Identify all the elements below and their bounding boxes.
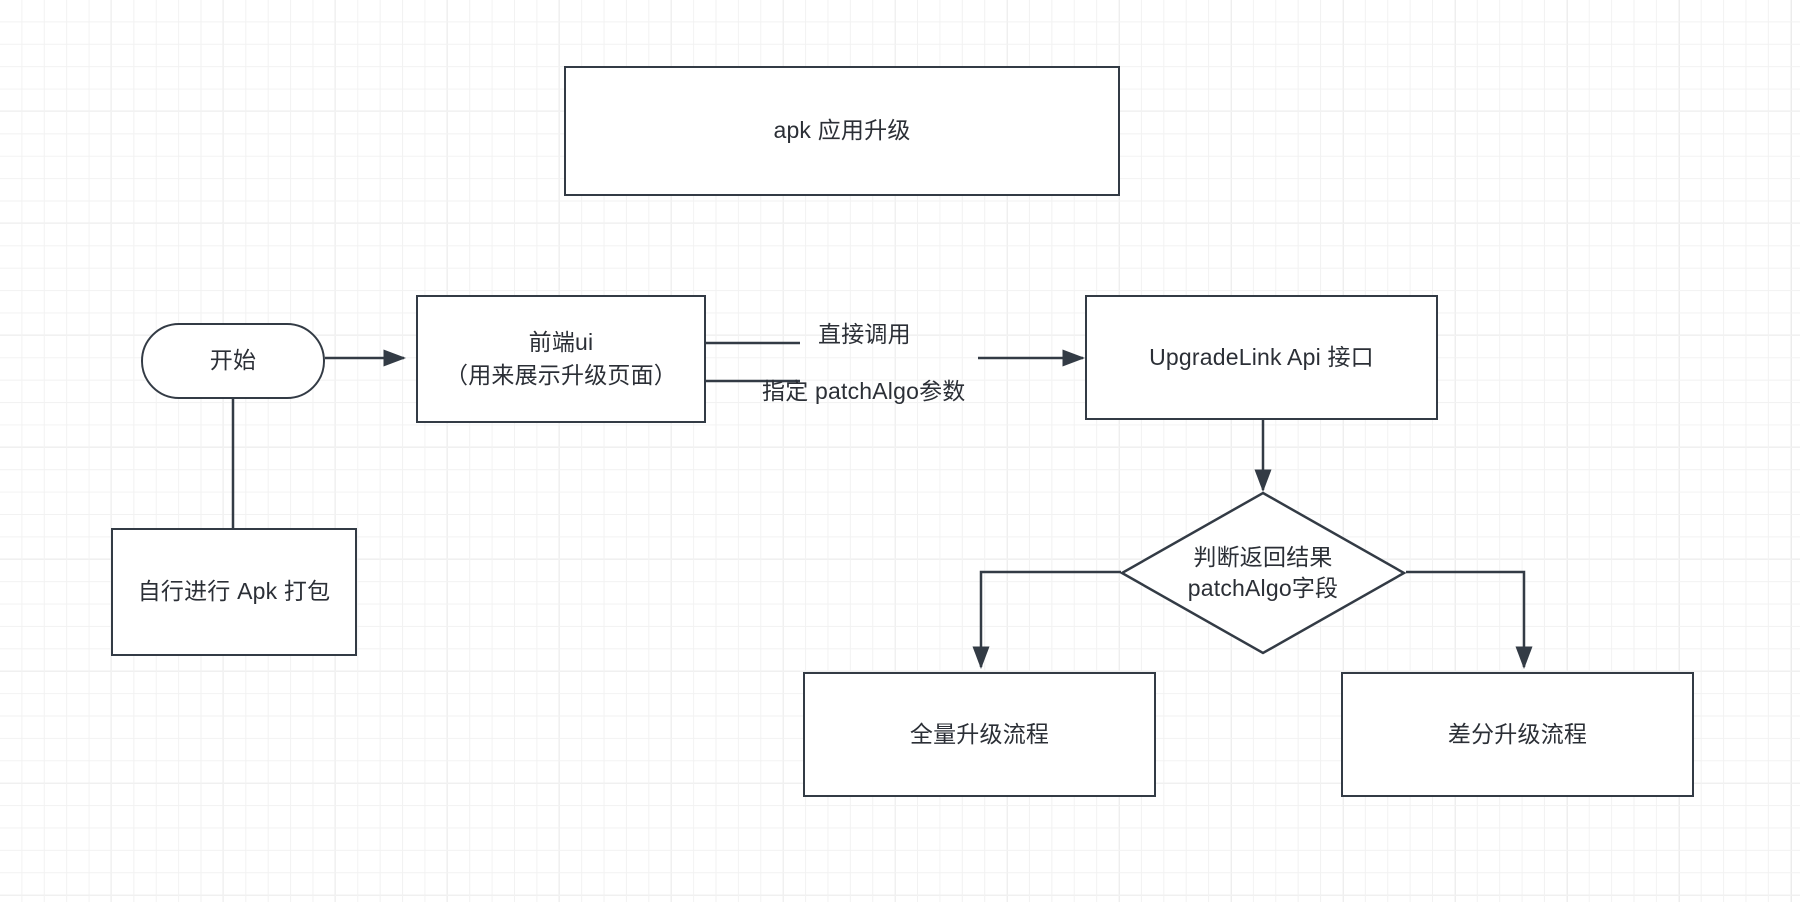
node-start[interactable]: 开始	[141, 323, 325, 399]
node-title-box-label: apk 应用升级	[773, 117, 911, 144]
node-diff-flow[interactable]: 差分升级流程	[1341, 672, 1694, 797]
node-full-flow[interactable]: 全量升级流程	[803, 672, 1156, 797]
node-apk-package[interactable]: 自行进行 Apk 打包	[111, 528, 357, 656]
edge-decision-to-full-flow	[972, 570, 1121, 670]
node-full-flow-label: 全量升级流程	[909, 720, 1050, 747]
node-decision[interactable]: 判断返回结果 patchAlgo字段	[1119, 490, 1407, 656]
edge-label-call-direct: 直接调用	[818, 321, 911, 347]
node-apk-package-label: 自行进行 Apk 打包	[137, 578, 331, 605]
edge-label-patch-param: 指定 patchAlgo参数	[762, 378, 966, 404]
node-title-box[interactable]: apk 应用升级	[564, 66, 1120, 196]
node-frontend-ui-label: 前端ui （用来展示升级页面）	[445, 328, 677, 388]
node-decision-label: 判断返回结果 patchAlgo字段	[1187, 543, 1339, 601]
edge-decision-to-diff-flow	[1406, 570, 1533, 670]
node-frontend-ui[interactable]: 前端ui （用来展示升级页面）	[416, 295, 706, 423]
node-upgrade-api[interactable]: UpgradeLink Api 接口	[1085, 295, 1438, 420]
node-upgrade-api-label: UpgradeLink Api 接口	[1149, 343, 1374, 370]
node-diff-flow-label: 差分升级流程	[1447, 720, 1588, 747]
decision-diamond-shape	[1119, 491, 1407, 655]
node-start-label: 开始	[209, 347, 257, 374]
